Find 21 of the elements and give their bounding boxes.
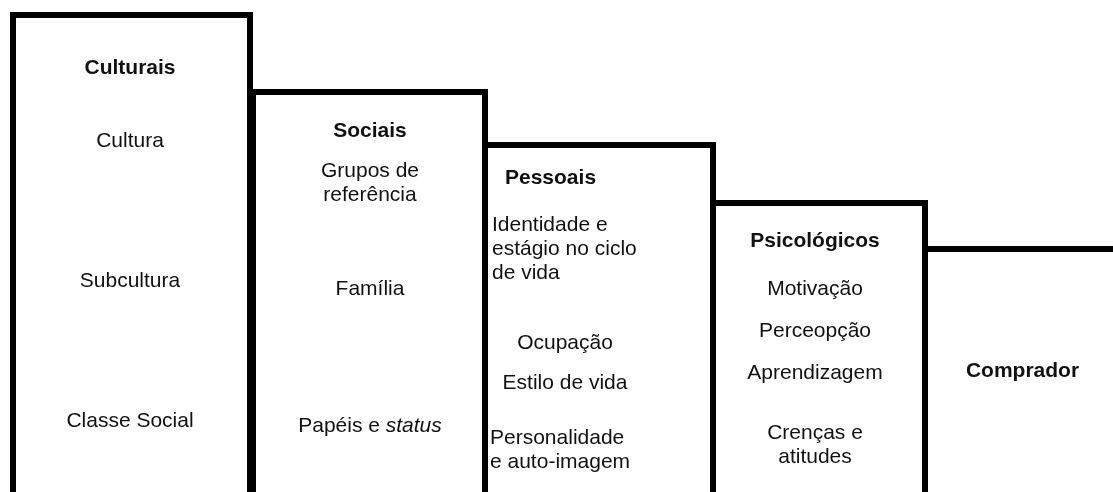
stage-box [250, 89, 488, 492]
category-heading: Psicológicos [749, 228, 881, 252]
factor-text: Perceopção [757, 318, 873, 342]
factor-text: Crenças e atitudes [766, 420, 864, 468]
factor-text: Subcultura [78, 268, 182, 292]
stage-box [10, 12, 253, 492]
factor-text: Aprendizagem [746, 360, 884, 384]
factor-text: Classe Social [65, 408, 195, 432]
category-heading: Comprador [964, 358, 1081, 382]
category-heading: Culturais [83, 55, 177, 79]
category-heading: Pessoais [505, 165, 598, 189]
factor-text: Estilo de vida [501, 370, 629, 394]
factor-text: Ocupação [516, 330, 614, 354]
factor-text: Identidade e estágio no ciclo de vida [492, 212, 638, 284]
category-heading: Sociais [332, 118, 408, 142]
factor-text: Cultura [95, 128, 165, 152]
factor-text: Família [334, 276, 406, 300]
factor-text: Papéis e status [297, 413, 443, 437]
factor-text: Grupos de referência [319, 158, 421, 206]
factor-text: Motivação [766, 276, 864, 300]
factor-text: Personalidade e auto-imagem [490, 425, 632, 473]
